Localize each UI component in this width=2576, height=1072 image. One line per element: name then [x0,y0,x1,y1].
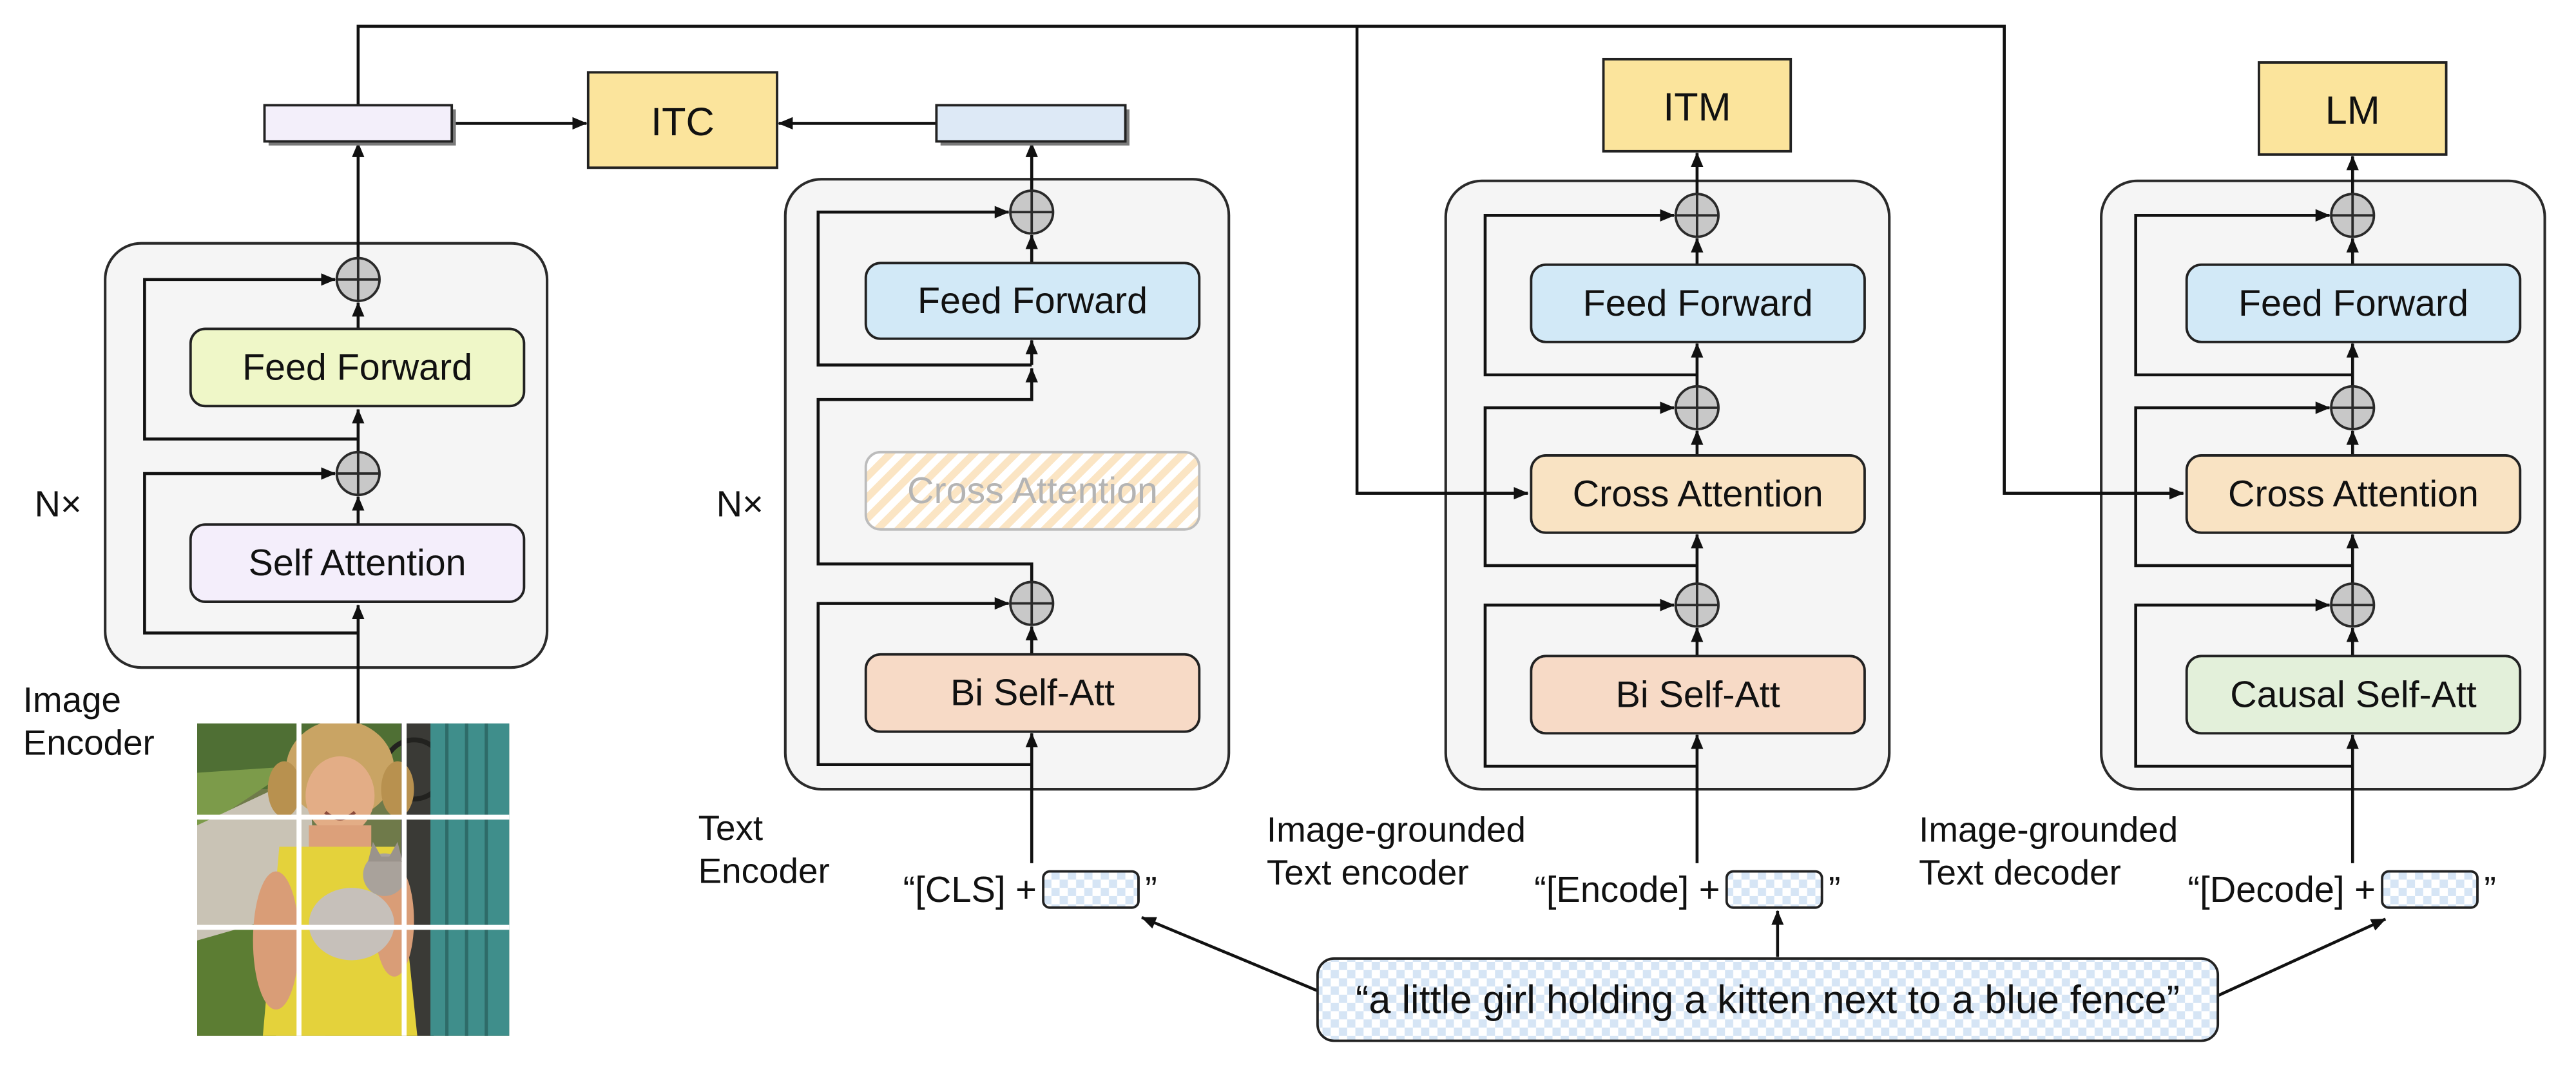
text-encoder-cross-attention-label: Cross Attention [907,470,1158,512]
add-node [1009,189,1055,235]
photo-fence [430,723,510,1036]
image-encoder-block [104,242,549,669]
itc-box [586,71,778,169]
itm-box [1602,57,1793,153]
lm-label: LM [2325,88,2380,132]
caption-box [1316,957,2220,1042]
residual-connection-arrow [143,273,358,441]
photo-pigtail-right [381,761,414,818]
decode-input-prefix: “[Decode] + [2187,869,2375,910]
plus-icon [336,258,380,302]
text-encoder-self-attention-box [864,653,1201,733]
residual-connection-arrow [2134,401,2353,568]
image-embedding-to-encoder-cross-attention-arrow [1355,26,1529,500]
plus-icon [2331,386,2374,430]
encode-input-token-box [1725,870,1823,909]
grounded-decoder-feed-forward-label: Feed Forward [2238,283,2468,324]
photo-grid-lines [197,723,510,1036]
caption-to-cls-input-arrow [1141,915,1320,993]
grounded-decoder-causal-self-attention-box [2185,655,2522,735]
image-encoder-repeat-label: N× [35,483,82,524]
text-encoder-feed-forward-box [864,262,1201,340]
encode-input-prefix: “[Encode] + [1534,869,1720,910]
residual-connection-arrow [143,467,358,635]
grounded-encoder-name-line1: Image-grounded [1267,810,1526,850]
input-image [197,723,510,1036]
residual-connection-arrow [1483,401,1697,568]
text-encoder-name-line2: Encoder [698,850,830,890]
photo-kitten-head [363,853,406,896]
text-encoder-repeat-label: N× [716,483,764,524]
text-encoder-feed-forward-label: Feed Forward [918,280,1148,321]
caption-to-decode-input-arrow [2215,917,2387,998]
grounded-decoder-cross-attention-box [2185,454,2522,534]
plus-icon [1675,386,1719,430]
grounded-decoder-causal-self-attention-label: Causal Self-Att [2230,674,2477,715]
image-encoder-name-line2: Encoder [23,722,155,762]
encode-input-suffix: ” [1829,869,1841,910]
residual-connection-arrow [2134,209,2353,377]
grounded-encoder-self-attention-box [1530,655,1866,735]
decode-input-suffix: ” [2484,869,2496,910]
residual-connection-arrow [2134,598,2353,768]
add-node [335,450,381,497]
cls-input-suffix: ” [1145,869,1157,910]
add-node [1009,580,1055,626]
residual-connection-arrow [816,597,1032,767]
grounded-decoder-cross-attention-label: Cross Attention [2228,474,2479,515]
grounded-encoder-feed-forward-box [1530,263,1866,343]
text-encoder-name-line1: Text [698,808,764,848]
cls-input-token-box [1042,870,1140,909]
plus-icon [2331,194,2374,237]
photo-kitten-ears [368,841,403,862]
add-node [1674,582,1720,628]
cls-input-prefix: “[CLS] + [903,869,1037,910]
text-embedding-box [935,104,1127,143]
add-node [2330,582,2376,628]
plus-icon [1010,191,1053,234]
grounded-decoder-name-line1: Image-grounded [1919,810,2178,850]
grounded-encoder-name-line2: Text encoder [1267,852,1469,892]
plus-icon [1010,582,1053,625]
lm-box [2257,61,2448,156]
image-encoder-feed-forward-label: Feed Forward [242,347,472,388]
decode-input-token-box [2381,870,2479,909]
add-node [2330,193,2376,238]
plus-icon [1675,584,1719,627]
photo-arm-left [253,871,300,1010]
image-encoder-feed-forward-box [189,327,526,408]
grounded-encoder-cross-attention-box [1530,454,1866,534]
plus-icon [1675,194,1719,237]
image-embedding-to-decoder-cross-attention-arrow [356,24,2184,500]
image-encoder-self-attention-box [189,523,526,603]
grounded-encoder-feed-forward-label: Feed Forward [1583,283,1813,324]
grounded-decoder-feed-forward-box [2185,263,2522,343]
residual-connection-arrow [1483,209,1697,377]
add-node [335,256,381,302]
text-encoder-self-attention-label: Bi Self-Att [950,673,1115,714]
plus-icon [336,452,380,495]
residual-connection-arrow [1483,598,1697,768]
photo-face [305,756,375,836]
image-embedding-box [263,104,454,143]
grounded-encoder-cross-attention-label: Cross Attention [1573,474,1823,515]
itm-label: ITM [1663,85,1731,129]
residual-connection-arrow [816,206,1032,367]
add-node [1674,385,1720,431]
photo-kitten-body [309,888,394,961]
text-encoder-cross-attention-disabled-box [864,450,1201,531]
caption-text: “a little girl holding a kitten next to … [1356,978,2180,1022]
add-node [1674,193,1720,238]
cross-attention-bypass-arrow [816,367,1038,582]
grounded-decoder-name-line2: Text decoder [1919,852,2121,892]
image-encoder-name-line1: Image [23,680,121,720]
grounded-encoder-self-attention-label: Bi Self-Att [1616,674,1780,715]
itc-label: ITC [651,100,715,144]
plus-icon [2331,584,2374,627]
add-node [2330,385,2376,431]
photo-fence-slats [445,723,488,1036]
photo-pigtail-left [267,761,301,818]
image-encoder-self-attention-label: Self Attention [249,542,466,584]
